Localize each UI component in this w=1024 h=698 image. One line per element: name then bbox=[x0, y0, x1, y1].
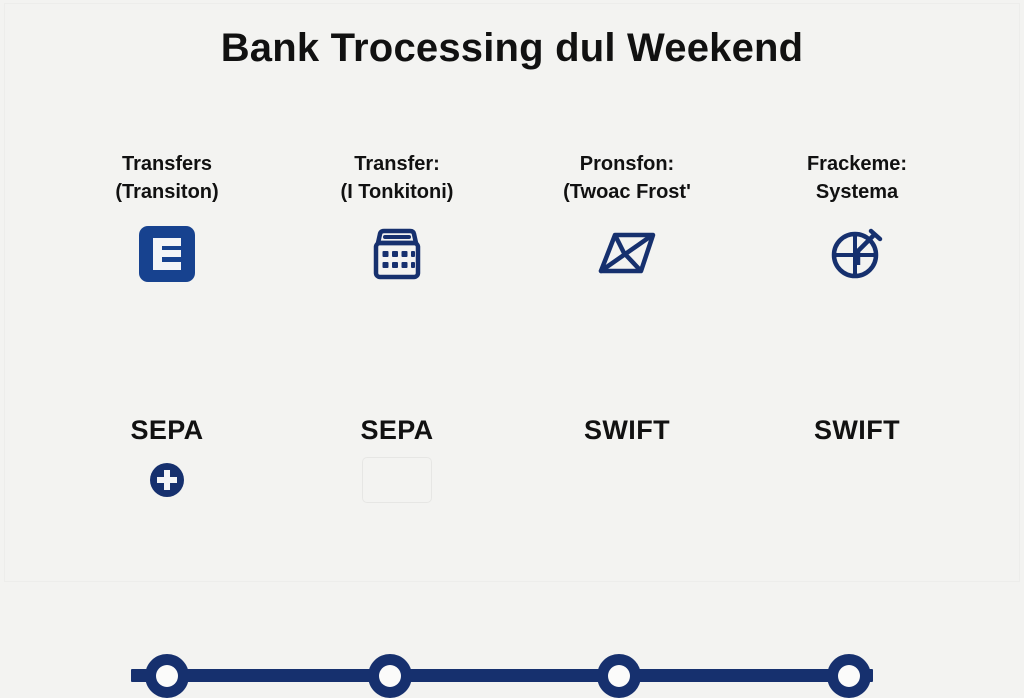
timeline-node-3[interactable] bbox=[597, 654, 641, 698]
scheme-3-badge-placeholder bbox=[627, 480, 628, 481]
infographic-canvas: Bank Trocessing dul Weekend Transfers (T… bbox=[0, 3, 1024, 698]
scheme-1-badge-slot bbox=[150, 458, 184, 502]
paper-plane-icon bbox=[598, 232, 656, 274]
timeline-connector-line bbox=[131, 669, 873, 682]
poland-flag-icon bbox=[363, 458, 431, 502]
column-2-heading-line2: (I Tonkitoni) bbox=[340, 181, 454, 203]
page-title: Bank Trocessing dul Weekend bbox=[220, 26, 804, 70]
scheme-3-badge-slot bbox=[627, 458, 628, 502]
column-2-icon-slot bbox=[367, 222, 427, 286]
scheme-3-label: SWIFT bbox=[584, 415, 670, 445]
column-3-heading-line1: Pronsfon: bbox=[579, 153, 675, 175]
scheme-4-label: SWIFT bbox=[814, 415, 900, 445]
column-4-icon-slot bbox=[827, 222, 887, 286]
column-1: Transfers (Transiton) bbox=[52, 150, 282, 286]
scheme-1: SEPA bbox=[52, 415, 282, 502]
timeline bbox=[0, 320, 1024, 698]
scheme-4-badge-placeholder bbox=[857, 480, 858, 481]
scheme-3: SWIFT bbox=[512, 415, 742, 502]
scheme-2-badge-slot bbox=[363, 458, 431, 502]
column-3-heading-line2: (Twoac Frost' bbox=[563, 181, 691, 203]
scheme-4: SWIFT bbox=[742, 415, 972, 502]
column-1-heading-line2: (Transiton) bbox=[115, 181, 219, 203]
column-2: Transfer: (I Tonkitoni) bbox=[282, 150, 512, 286]
column-1-heading-line1: Transfers bbox=[121, 153, 213, 175]
column-1-icon-slot bbox=[139, 222, 195, 286]
column-4-heading: Frackeme: Systema bbox=[807, 150, 907, 206]
scheme-2-label: SEPA bbox=[360, 415, 434, 445]
scheme-2: SEPA bbox=[282, 415, 512, 502]
column-4: Frackeme: Systema bbox=[742, 150, 972, 286]
column-2-heading-line1: Transfer: bbox=[354, 153, 440, 175]
timeline-node-2[interactable] bbox=[368, 654, 412, 698]
column-3: Pronsfon: (Twoac Frost' bbox=[512, 150, 742, 286]
column-3-icon-slot bbox=[595, 222, 659, 286]
column-4-heading-line1: Frackeme: bbox=[806, 153, 908, 175]
column-2-heading: Transfer: (I Tonkitoni) bbox=[341, 150, 454, 206]
column-3-heading: Pronsfon: (Twoac Frost' bbox=[563, 150, 691, 206]
document-badge-icon bbox=[139, 226, 195, 282]
timeline-node-4[interactable] bbox=[827, 654, 871, 698]
plus-circle-icon bbox=[150, 463, 184, 497]
column-1-heading: Transfers (Transiton) bbox=[115, 150, 218, 206]
calendar-icon bbox=[373, 228, 421, 280]
scheme-labels-row: SEPA SEPA SWIFT SWIFT bbox=[52, 415, 972, 502]
scheme-1-label: SEPA bbox=[130, 415, 204, 445]
scheme-4-badge-slot bbox=[857, 458, 858, 502]
timeline-node-1[interactable] bbox=[145, 654, 189, 698]
column-4-heading-line2: Systema bbox=[815, 181, 899, 203]
pie-chart-pen-icon bbox=[831, 228, 883, 279]
column-headings-row: Transfers (Transiton) Transfer: (I Tonki… bbox=[52, 150, 972, 286]
